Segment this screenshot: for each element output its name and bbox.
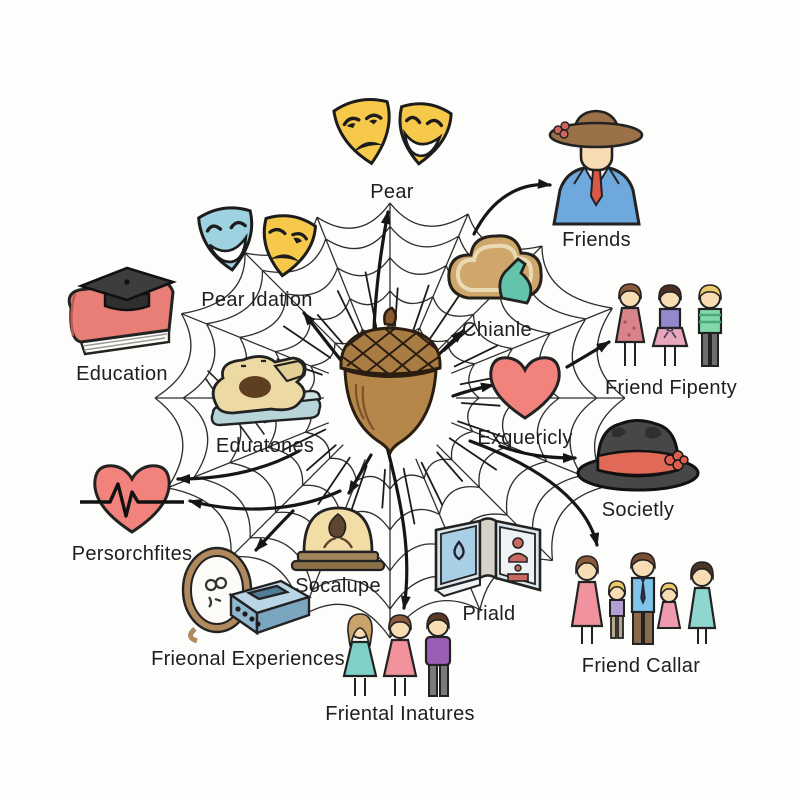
node-label: Friend Fipenty	[604, 377, 738, 399]
heartbeat-heart-icon	[80, 464, 184, 534]
node-label: Chianle	[462, 319, 532, 341]
node-eduatones: Eduatones	[203, 350, 327, 458]
arrow-to-friental-inatures	[385, 445, 411, 610]
fedora-hat-icon	[576, 419, 700, 492]
node-label: Exquericly	[477, 427, 573, 449]
node-friental-inatures: Friental Inatures	[325, 612, 475, 726]
open-book-icon	[433, 517, 542, 598]
node-label: Education	[76, 363, 168, 385]
bell-jar-seed-icon	[290, 506, 386, 572]
three-people-icon	[614, 283, 723, 367]
sandwich-icon	[210, 355, 322, 427]
node-label: Friental Inatures	[325, 703, 475, 725]
node-pear-idation: Pear Idation	[190, 196, 324, 312]
book-graduation-cap-icon	[67, 266, 177, 356]
node-label: Friend Callar	[581, 655, 701, 677]
arrow-to-friend-callar	[468, 439, 600, 547]
node-label: Pear Idation	[201, 289, 313, 311]
node-label: Societly	[601, 499, 675, 521]
arrow-to-socalupe	[347, 453, 373, 495]
node-priald: Priald	[430, 514, 548, 626]
node-label: Eduatones	[215, 435, 315, 457]
node-socalupe: Socalupe	[290, 498, 386, 598]
center-node-acorn	[333, 306, 448, 456]
node-friends: Friends	[544, 104, 649, 252]
node-label: Priald	[462, 603, 516, 625]
arrow-to-exquericly	[451, 382, 495, 398]
node-education: Education	[55, 260, 189, 386]
arrow-chianle-to-friends	[472, 178, 552, 236]
three-people-icon	[342, 612, 452, 697]
theater-masks-icon	[332, 98, 453, 166]
cloud-leaf-icon	[447, 234, 543, 305]
node-label: Friends	[562, 229, 631, 251]
node-societly: Societly	[574, 412, 702, 522]
node-persorchfites: Persorchfites	[70, 458, 194, 566]
node-pear: Pear	[322, 86, 462, 204]
arrow-to-persorchfites-upper	[176, 449, 301, 484]
node-exquericly: Exquericly	[470, 352, 580, 450]
arrow-to-societly	[498, 444, 577, 463]
arrow-to-frieonal-experiences	[254, 509, 295, 552]
family-icon	[570, 552, 717, 645]
node-label: Pear	[370, 181, 414, 203]
person-cowboy-hat-icon	[548, 109, 644, 226]
node-friend-callar: Friend Callar	[565, 552, 717, 678]
node-label: Socalupe	[295, 575, 381, 597]
arrow-to-friend-fipenty	[565, 340, 611, 369]
node-friend-fipenty: Friend Fipenty	[605, 282, 737, 400]
node-chianle: Chianle	[441, 226, 553, 342]
node-label: Persorchfites	[71, 543, 193, 565]
acorn-icon	[339, 306, 442, 456]
arrow-to-persorchfites-lower	[188, 489, 342, 511]
node-frieonal-experiences: Frieonal Experiences	[151, 545, 345, 671]
two-color-masks-icon	[197, 206, 317, 278]
mirror-console-icon	[181, 546, 313, 644]
node-label: Frieonal Experiences	[151, 648, 345, 670]
heart-icon	[489, 356, 561, 420]
